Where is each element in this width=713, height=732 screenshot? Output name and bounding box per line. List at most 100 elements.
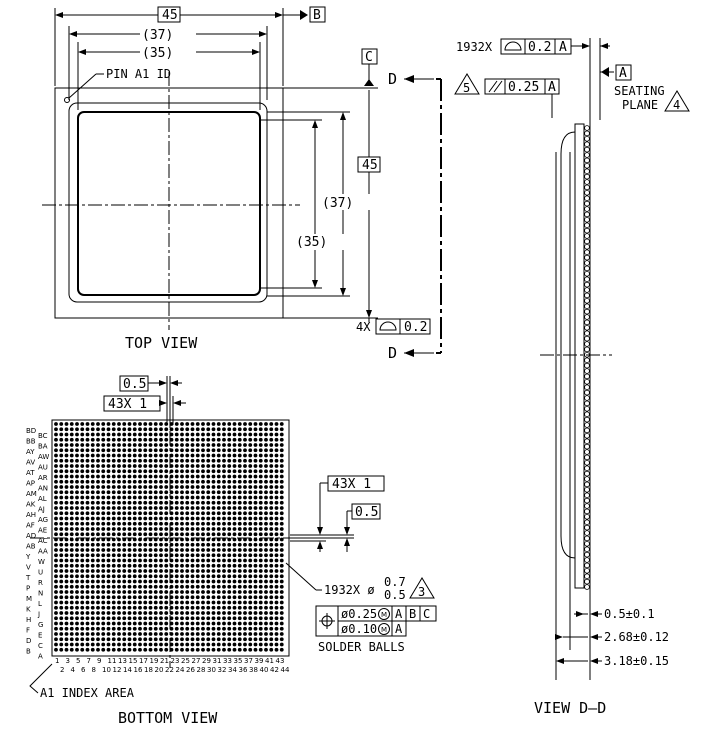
solder-ball — [274, 469, 279, 474]
solder-ball — [237, 642, 242, 647]
solder-ball — [243, 647, 247, 652]
solder-ball — [64, 458, 69, 463]
solder-ball — [106, 579, 111, 584]
solder-ball — [96, 569, 100, 573]
solder-ball — [216, 542, 221, 547]
solder-ball — [69, 521, 74, 526]
solder-ball — [148, 453, 153, 458]
dim-body-thickness: 2.68±0.12 — [604, 630, 669, 644]
solder-ball — [269, 458, 274, 463]
solder-ball — [111, 574, 116, 579]
grid-label: T — [25, 574, 31, 582]
solder-ball — [122, 563, 127, 568]
solder-ball — [222, 605, 226, 610]
solder-ball — [75, 605, 79, 610]
solder-ball — [211, 464, 216, 468]
solder-ball — [59, 616, 64, 621]
solder-ball — [190, 521, 195, 526]
solder-ball — [258, 647, 263, 652]
solder-ball — [153, 600, 158, 605]
solder-ball — [232, 469, 237, 474]
solder-ball — [190, 495, 195, 500]
solder-ball — [164, 427, 169, 432]
package-outline — [54, 87, 284, 319]
solder-ball — [216, 495, 221, 500]
flatness-count: 4X — [356, 320, 371, 334]
solder-ball — [222, 637, 226, 642]
grid-label: V — [26, 564, 31, 572]
solder-ball — [59, 490, 64, 495]
solder-ball — [85, 443, 90, 447]
solder-ball — [59, 611, 64, 615]
solder-ball — [185, 647, 190, 652]
solder-ball — [274, 532, 279, 537]
solder-ball — [64, 532, 69, 537]
solder-ball — [227, 532, 232, 537]
solder-ball — [111, 464, 116, 468]
solder-ball — [248, 574, 253, 579]
solder-ball — [269, 563, 274, 568]
solder-ball — [274, 458, 279, 463]
solder-ball — [185, 464, 190, 468]
solder-ball — [211, 495, 216, 500]
solder-ball — [169, 485, 174, 489]
side-ball — [584, 227, 590, 234]
solder-ball — [122, 637, 127, 642]
solder-ball — [180, 490, 184, 495]
solder-ball — [274, 590, 279, 594]
solder-ball — [274, 569, 279, 573]
solder-ball — [138, 563, 142, 568]
solder-ball — [232, 448, 237, 453]
solder-ball — [138, 605, 142, 610]
solder-ball — [274, 647, 279, 652]
solder-ball — [138, 642, 142, 647]
solder-ball — [90, 574, 95, 579]
solder-ball — [106, 495, 111, 500]
solder-ball — [169, 595, 174, 600]
solder-ball — [174, 479, 179, 484]
solder-ball — [132, 542, 137, 547]
solder-ball — [243, 532, 247, 537]
solder-ball — [211, 574, 216, 579]
solder-ball — [127, 632, 132, 636]
grid-label: H — [26, 616, 31, 624]
solder-ball — [185, 448, 190, 453]
solder-ball — [243, 595, 247, 600]
solder-ball — [264, 506, 268, 510]
solder-ball — [237, 590, 242, 594]
solder-ball — [96, 537, 100, 542]
note-5: 5 — [463, 81, 470, 95]
solder-ball — [190, 637, 195, 642]
grid-label: AY — [26, 448, 35, 456]
solder-ball — [174, 563, 179, 568]
solder-ball — [101, 558, 106, 563]
solder-ball — [264, 437, 268, 442]
solder-ball — [75, 448, 79, 453]
solder-ball — [106, 532, 111, 537]
solder-ball — [164, 590, 169, 594]
solder-ball — [190, 626, 195, 631]
solder-ball — [85, 563, 90, 568]
solder-ball — [80, 474, 85, 479]
solder-ball — [274, 516, 279, 521]
solder-ball — [180, 448, 184, 453]
solder-ball — [122, 632, 127, 636]
grid-label: W — [38, 558, 45, 566]
solder-ball — [117, 490, 121, 495]
solder-ball — [237, 611, 242, 615]
solder-ball — [143, 453, 148, 458]
solder-ball — [258, 563, 263, 568]
solder-ball — [59, 448, 64, 453]
solder-ball — [201, 469, 205, 474]
solder-ball — [269, 616, 274, 621]
solder-ball — [206, 548, 211, 552]
solder-ball — [253, 579, 258, 584]
solder-ball — [206, 590, 211, 594]
solder-ball — [216, 474, 221, 479]
solder-ball — [138, 527, 142, 531]
solder-ball — [222, 647, 226, 652]
solder-ball — [237, 506, 242, 510]
solder-ball — [138, 632, 142, 636]
solder-ball — [248, 584, 253, 589]
